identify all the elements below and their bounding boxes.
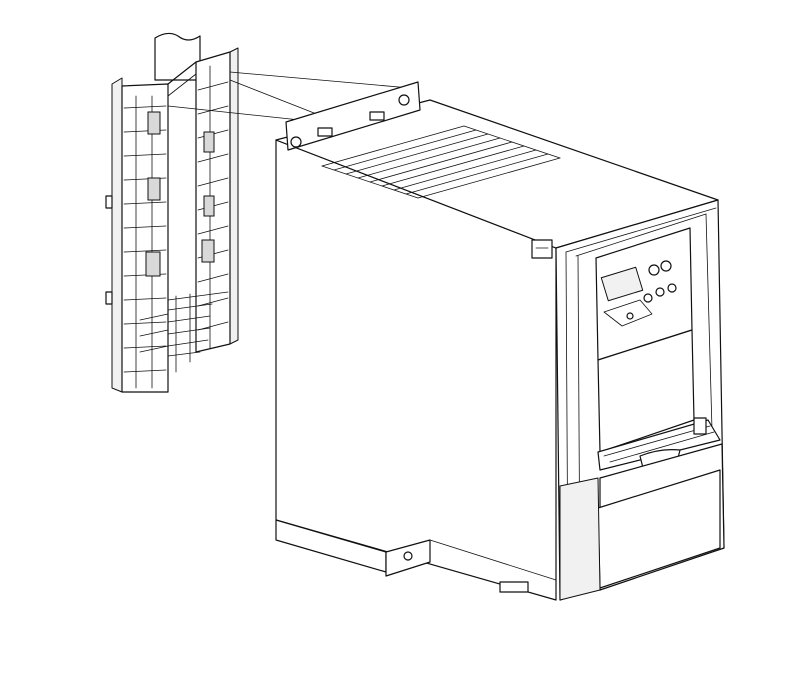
vent-slots [321,125,561,199]
terminal-cover [559,417,725,601]
mounting-bracket [105,32,239,393]
drive-housing [275,81,719,601]
operator-panel [595,227,695,453]
bracket-ribs-left [123,95,167,389]
bracket-lower-ribs [139,291,229,373]
